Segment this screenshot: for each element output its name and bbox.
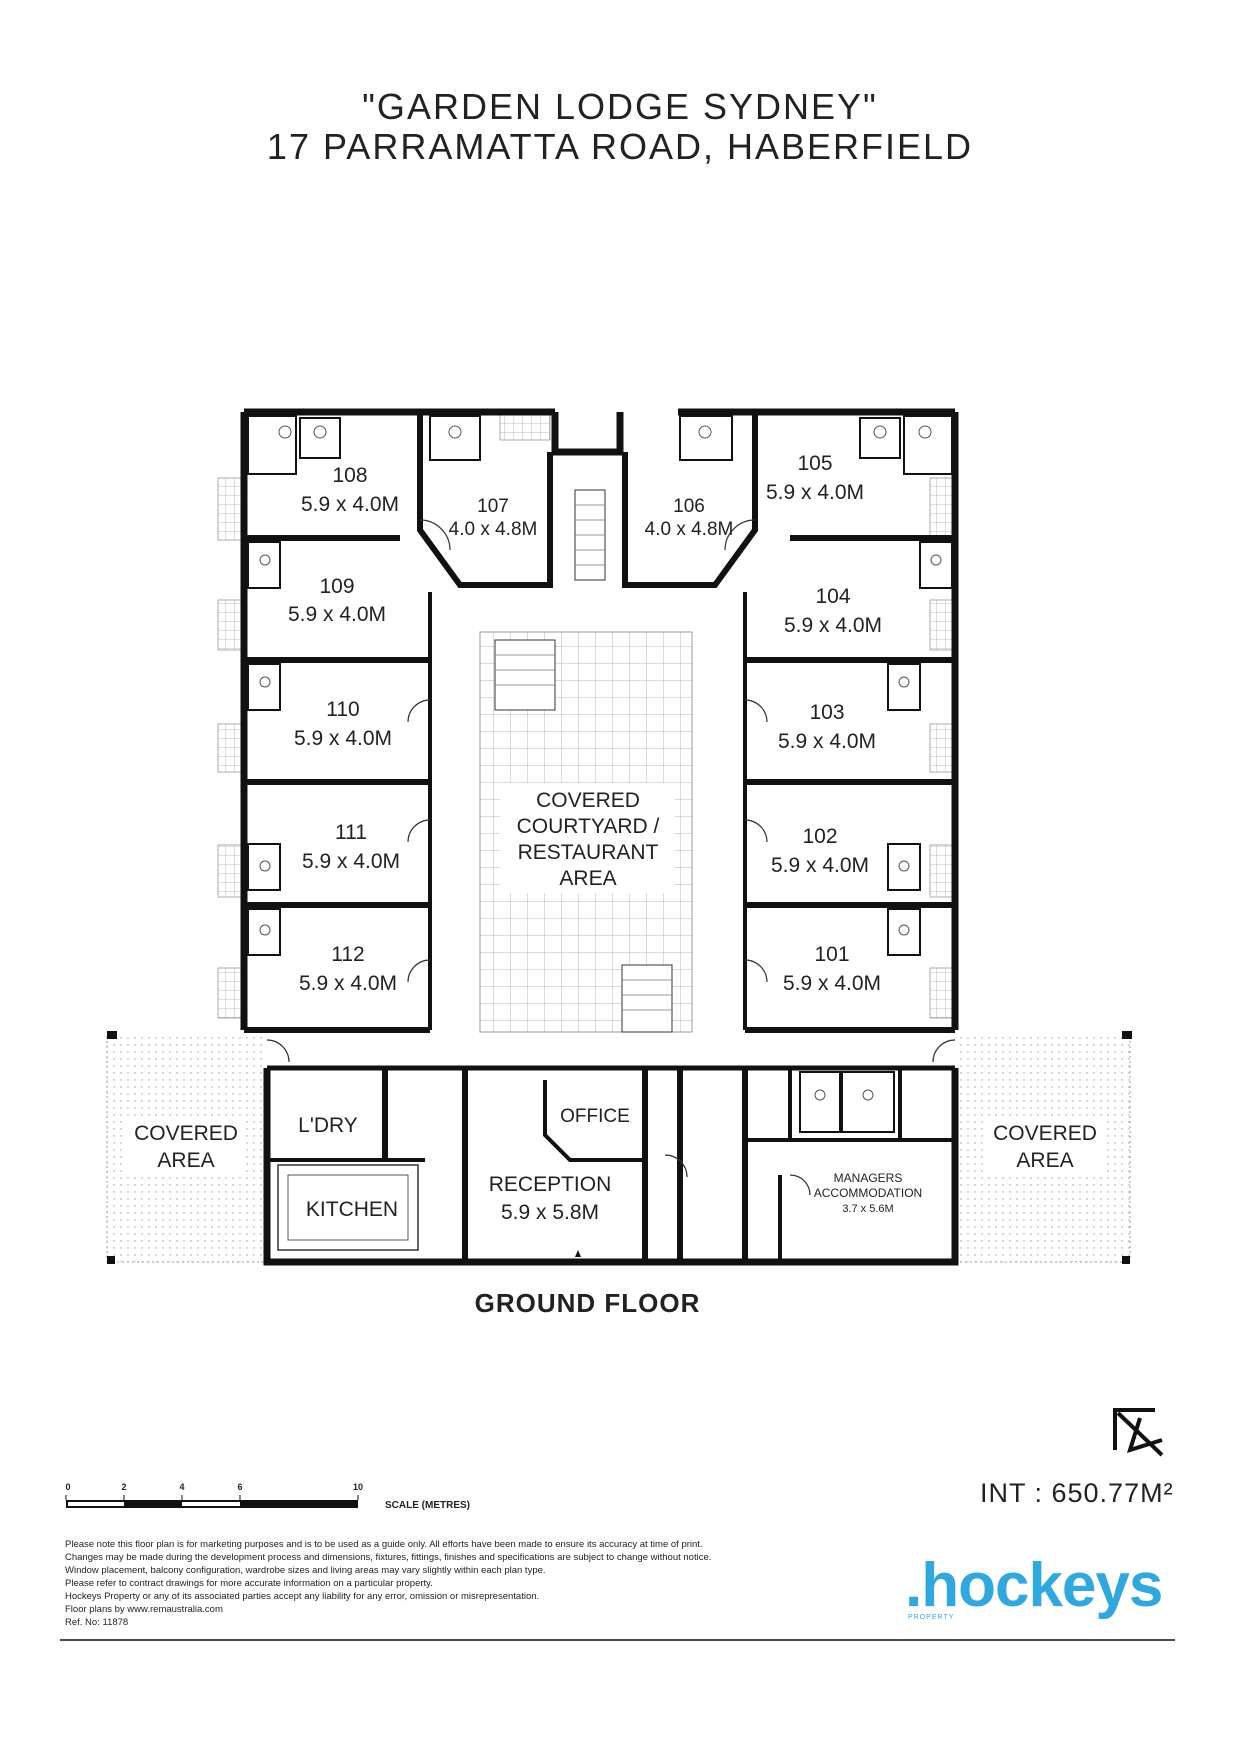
room-104-number: 104	[815, 585, 850, 608]
disclaimer-line: Hockeys Property or any of its associate…	[65, 1591, 540, 1602]
kitchen-bench	[277, 1164, 419, 1251]
north-arrow-icon	[1113, 1408, 1164, 1457]
covered-right-line-1: COVERED	[993, 1122, 1097, 1145]
room-107: 107 4.0 x 4.8M	[449, 496, 538, 540]
disclaimer-line: Changes may be made during the developme…	[65, 1552, 712, 1563]
managers-dims: 3.7 x 5.6M	[842, 1203, 893, 1215]
managers-label: MANAGERS ACCOMMODATION 3.7 x 5.6M	[814, 1171, 922, 1215]
courtyard-line-4: AREA	[559, 867, 616, 890]
room-111-dims: 5.9 x 4.0M	[302, 850, 400, 873]
room-109-dims: 5.9 x 4.0M	[288, 603, 386, 626]
room-108-number: 108	[332, 464, 367, 487]
covered-area-left-label: COVERED AREA	[134, 1122, 238, 1172]
disclaimer-line: Please refer to contract drawings for mo…	[65, 1578, 433, 1589]
managers-line-1: MANAGERS	[834, 1171, 903, 1185]
courtyard-line-1: COVERED	[536, 789, 640, 812]
covered-left-line-1: COVERED	[134, 1122, 238, 1145]
room-102-dims: 5.9 x 4.0M	[771, 854, 869, 877]
scale-tick-2: 2	[121, 1482, 126, 1492]
floor-label: GROUND FLOOR	[474, 1288, 701, 1318]
room-103-dims: 5.9 x 4.0M	[778, 730, 876, 753]
room-105: 105 5.9 x 4.0M	[766, 452, 864, 504]
hockeys-logo: .hockeys	[905, 1551, 1163, 1620]
courtyard-line-2: COURTYARD /	[517, 815, 660, 838]
room-101-dims: 5.9 x 4.0M	[783, 972, 881, 995]
disclaimer-line: Please note this floor plan is for marke…	[65, 1539, 703, 1550]
room-111-number: 111	[335, 821, 367, 844]
room-105-dims: 5.9 x 4.0M	[766, 481, 864, 504]
room-112-dims: 5.9 x 4.0M	[299, 972, 397, 995]
scale-tick-0: 0	[65, 1482, 70, 1492]
room-111: 111 5.9 x 4.0M	[302, 821, 400, 873]
room-101: 101 5.9 x 4.0M	[783, 943, 881, 995]
managers-line-2: ACCOMMODATION	[814, 1186, 922, 1200]
scale-tick-4: 4	[179, 1482, 184, 1492]
room-108: 108 5.9 x 4.0M	[301, 464, 399, 516]
covered-left-line-2: AREA	[157, 1149, 214, 1172]
room-108-dims: 5.9 x 4.0M	[301, 493, 399, 516]
room-106-dims: 4.0 x 4.8M	[645, 519, 734, 540]
room-110-number: 110	[326, 698, 359, 721]
room-109: 109 5.9 x 4.0M	[288, 575, 386, 626]
covered-right-line-2: AREA	[1016, 1149, 1073, 1172]
reception-label: RECEPTION 5.9 x 5.8M	[489, 1173, 612, 1224]
room-112: 112 5.9 x 4.0M	[299, 943, 397, 995]
scale-tick-6: 6	[237, 1482, 242, 1492]
kitchen-label: KITCHEN	[306, 1198, 398, 1221]
int-area: INT : 650.77M²	[980, 1478, 1174, 1508]
room-104-dims: 5.9 x 4.0M	[784, 614, 882, 637]
title-line-2: 17 PARRAMATTA ROAD, HABERFIELD	[266, 126, 974, 167]
room-102: 102 5.9 x 4.0M	[771, 825, 869, 877]
room-110: 110 5.9 x 4.0M	[294, 698, 392, 750]
reception-dims: 5.9 x 5.8M	[501, 1201, 599, 1224]
room-102-number: 102	[802, 825, 837, 848]
room-103: 103 5.9 x 4.0M	[778, 701, 876, 753]
scale-title: SCALE (METRES)	[385, 1500, 470, 1511]
room-112-number: 112	[331, 943, 364, 966]
disclaimer-line: Window placement, balcony configuration,…	[65, 1565, 546, 1576]
room-101-number: 101	[814, 943, 849, 966]
room-107-dims: 4.0 x 4.8M	[449, 519, 538, 540]
covered-area-right-label: COVERED AREA	[993, 1122, 1097, 1172]
courtyard-line-3: RESTAURANT	[518, 841, 659, 864]
disclaimer-line: Ref. No: 11878	[65, 1617, 129, 1628]
room-104: 104 5.9 x 4.0M	[784, 585, 882, 637]
room-103-number: 103	[809, 701, 844, 724]
room-107-number: 107	[477, 496, 509, 517]
room-109-number: 109	[319, 575, 354, 598]
room-110-dims: 5.9 x 4.0M	[294, 727, 392, 750]
room-106-number: 106	[673, 496, 705, 517]
room-105-number: 105	[797, 452, 832, 475]
courtyard-label: COVERED COURTYARD / RESTAURANT AREA	[517, 789, 660, 890]
disclaimer: Please note this floor plan is for marke…	[65, 1538, 865, 1629]
laundry-label: L'DRY	[298, 1114, 358, 1137]
disclaimer-line: Floor plans by www.remaustralia.com	[65, 1604, 223, 1615]
hockeys-logo-sub: PROPERTY	[908, 1614, 955, 1621]
office-label: OFFICE	[560, 1106, 630, 1127]
scale-bar: 0 2 4 6 10	[65, 1482, 363, 1508]
scale-tick-10: 10	[353, 1482, 363, 1492]
room-106: 106 4.0 x 4.8M	[645, 496, 734, 540]
reception-name: RECEPTION	[489, 1173, 612, 1196]
title-line-1: "GARDEN LODGE SYDNEY"	[362, 86, 878, 127]
